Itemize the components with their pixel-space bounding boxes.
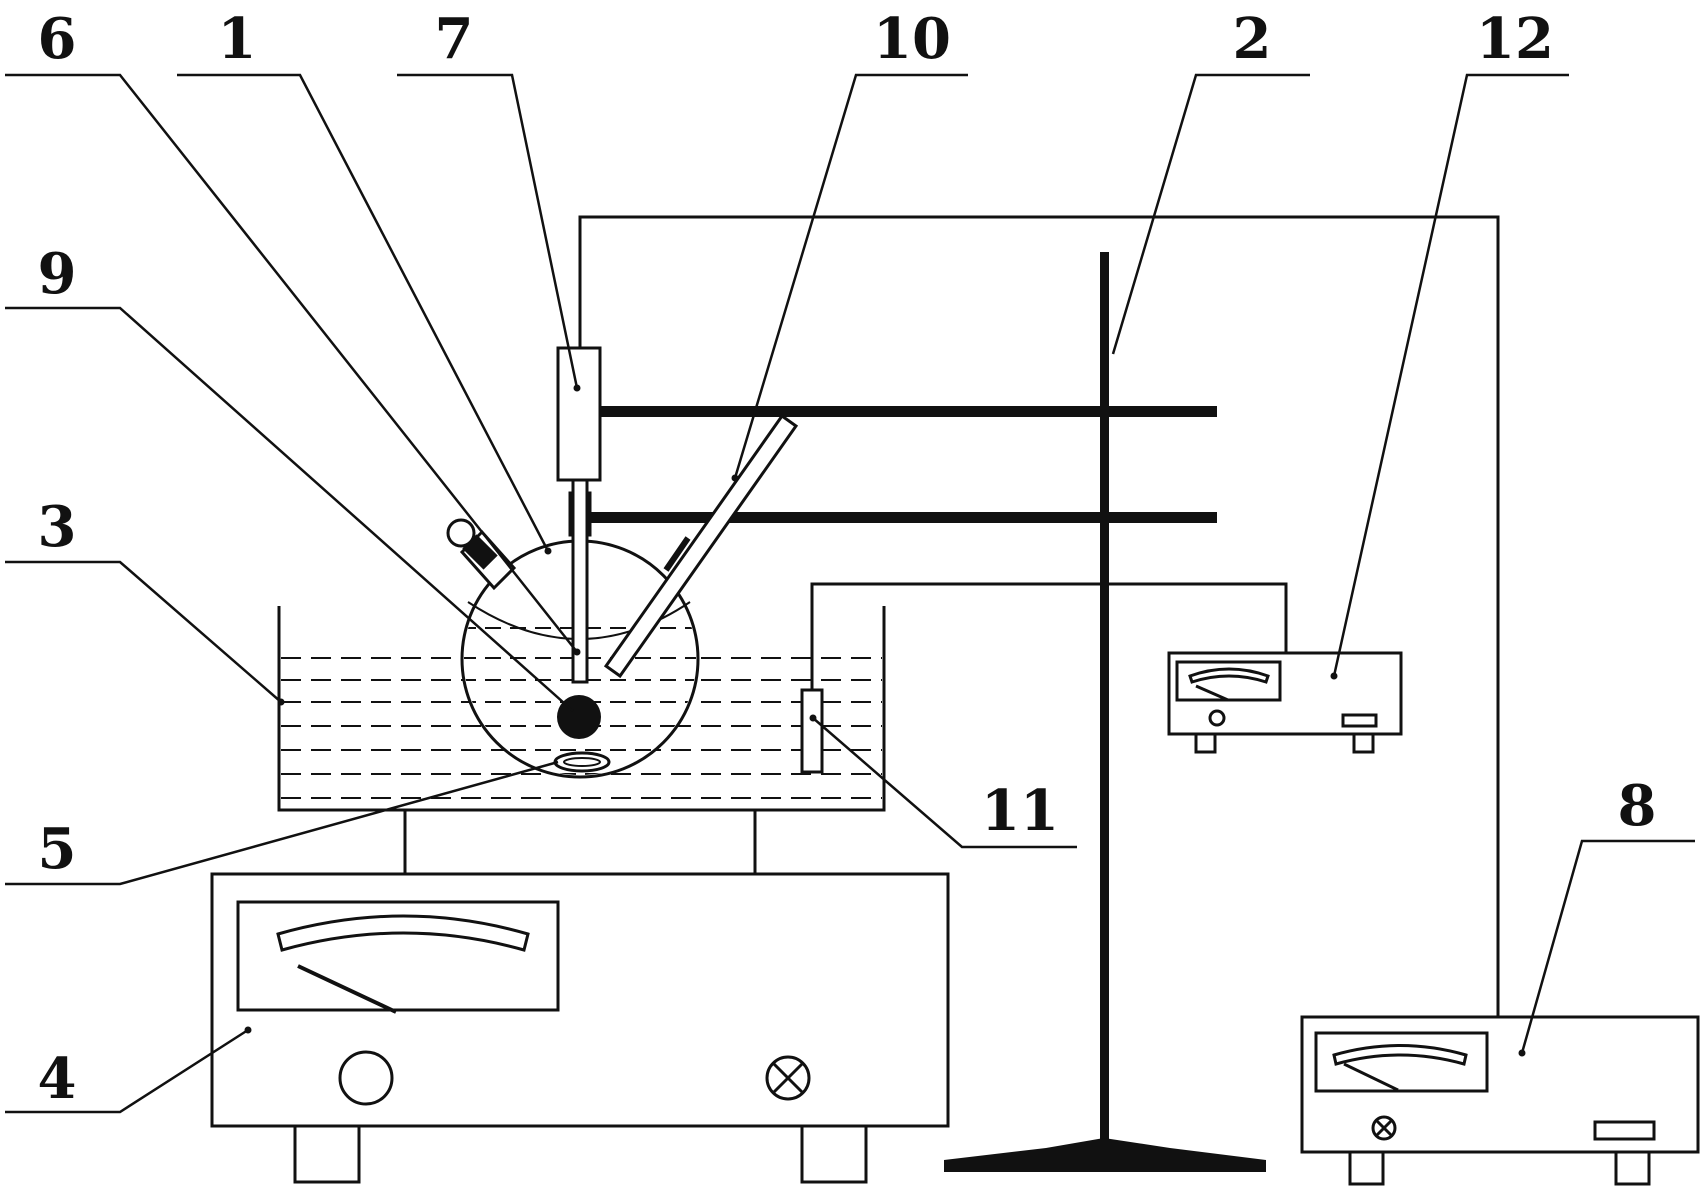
device-4 — [210, 810, 950, 1184]
wire-7-to-8 — [578, 215, 1500, 1017]
meter-8 — [1300, 1015, 1700, 1186]
water-bath-3 — [277, 606, 886, 812]
label-6: 6 — [38, 6, 77, 72]
label-5: 5 — [38, 816, 77, 882]
label-8: 8 — [1618, 773, 1657, 839]
label-12: 12 — [1476, 6, 1554, 72]
meter-12 — [1167, 651, 1403, 754]
stand-2 — [588, 252, 1266, 1172]
label-10: 10 — [873, 6, 951, 72]
label-1: 1 — [218, 6, 257, 72]
leader-dots — [244, 384, 1526, 1057]
sensor-11 — [800, 688, 824, 774]
label-2: 2 — [1233, 6, 1272, 72]
label-3: 3 — [38, 494, 77, 560]
stir-bar-5 — [553, 751, 611, 773]
label-7: 7 — [435, 6, 474, 72]
rod-10 — [603, 413, 799, 679]
label-9: 9 — [38, 241, 77, 307]
label-4: 4 — [38, 1046, 77, 1112]
wire-11-to-12 — [810, 582, 1288, 690]
leader-lines — [5, 73, 1695, 1114]
label-11: 11 — [981, 778, 1059, 844]
probe-7 — [556, 346, 602, 684]
